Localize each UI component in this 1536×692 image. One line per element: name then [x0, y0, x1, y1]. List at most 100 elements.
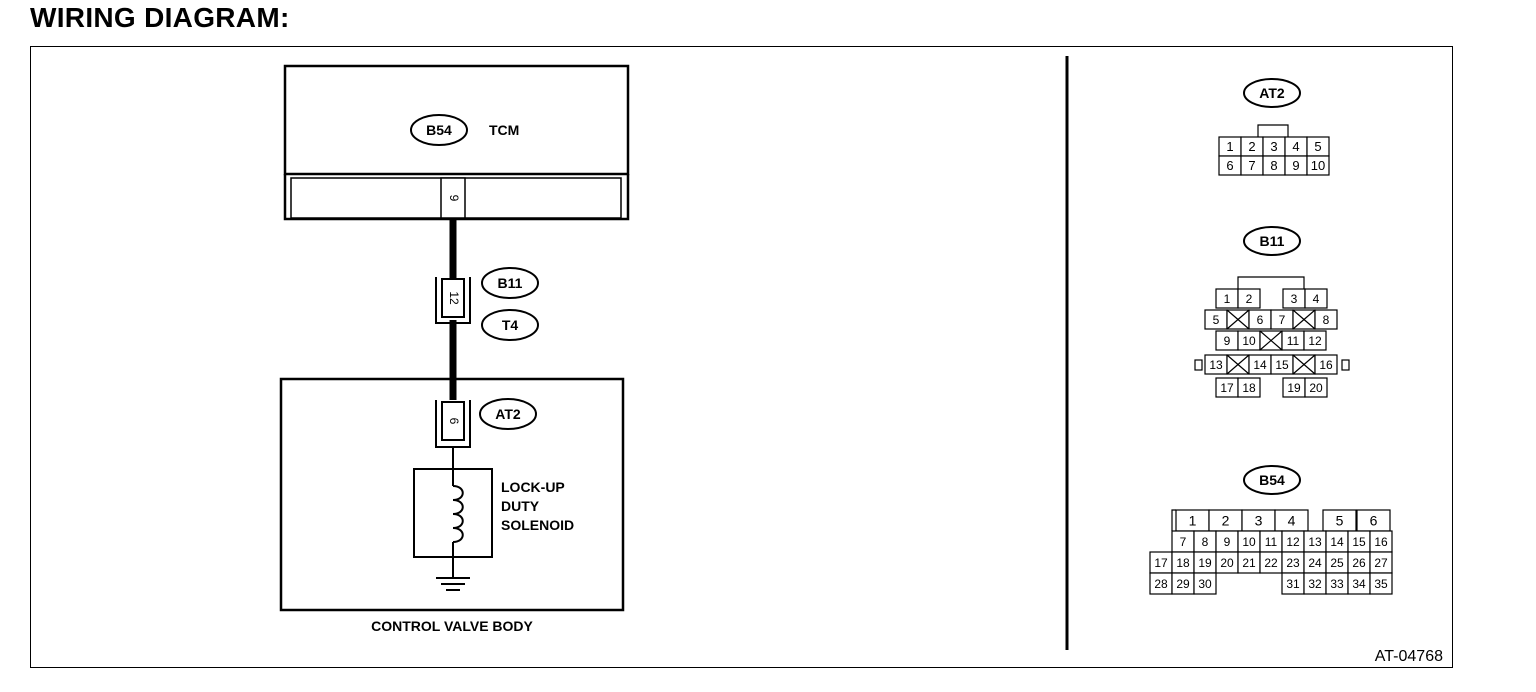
- b54-pin-number: 13: [1308, 535, 1322, 549]
- b11-pin-number: 6: [1257, 313, 1264, 327]
- b11-pin-number: 19: [1287, 381, 1301, 395]
- at2-pin-number: 10: [1311, 158, 1325, 173]
- tcm-pin-label: 9: [447, 195, 461, 202]
- b54-pin-number: 35: [1374, 577, 1388, 591]
- b11-blank-pin-cross: [1226, 354, 1250, 375]
- b54-pin-number: 3: [1255, 513, 1263, 529]
- b54-connector-tag: [410, 114, 468, 146]
- at2-pin-number: 2: [1248, 139, 1255, 154]
- b54-pin-number: 22: [1264, 556, 1278, 570]
- b54-pin-number: 4: [1288, 513, 1296, 529]
- b11-pin-number: 17: [1220, 381, 1234, 395]
- b11-pin-number: 2: [1246, 292, 1253, 306]
- b54-housing-edge: [1171, 509, 1176, 531]
- b54-pin-cell: [1369, 572, 1393, 595]
- b11-pin-cell: [1237, 288, 1261, 309]
- b54-pin-number: 16: [1374, 535, 1388, 549]
- at2-pin-number: 6: [1226, 158, 1233, 173]
- b54-pin-number: 31: [1286, 577, 1300, 591]
- diagram-frame: [30, 46, 1453, 668]
- b11-pin-number: 18: [1242, 381, 1256, 395]
- b54-pin-cell: [1193, 572, 1217, 595]
- at2-pin-cell: [1306, 155, 1330, 176]
- b54-pin-number: 24: [1308, 556, 1322, 570]
- b54-pin-number: 29: [1176, 577, 1190, 591]
- solenoid-coil-icon: [452, 485, 464, 543]
- control-valve-body: 6 AT2 LOCK-UP DUTY SOLENOID CONTROL VALV…: [279, 377, 625, 634]
- at2-pin-number: 9: [1292, 158, 1299, 173]
- at2-pin-number: 3: [1270, 139, 1277, 154]
- at2-pin-number: 8: [1270, 158, 1277, 173]
- ground-icon: [436, 577, 470, 591]
- b11-pin-number: 11: [1287, 334, 1300, 348]
- b11-pin-cell: [1304, 288, 1328, 309]
- b11-pin-number: 13: [1209, 358, 1223, 372]
- b54-pin-number: 32: [1308, 577, 1322, 591]
- joint-connector-t4: T4: [502, 317, 519, 333]
- b11-pin-number: 14: [1253, 358, 1267, 372]
- b54-pin-number: 6: [1370, 513, 1378, 529]
- b11-blank-pin-cross: [1292, 309, 1316, 330]
- b54-pin-number: 10: [1242, 535, 1256, 549]
- solenoid-label-1: LOCK-UP: [501, 479, 565, 495]
- at2-pin-number: 7: [1248, 158, 1255, 173]
- b11-pin-number: 5: [1213, 313, 1220, 327]
- b54-pin-number: 9: [1224, 535, 1231, 549]
- b54-pin-number: 28: [1154, 577, 1168, 591]
- b11-connector-tag: [481, 267, 539, 299]
- b54-pin-number: 21: [1242, 556, 1256, 570]
- at2-pin-number: 5: [1314, 139, 1321, 154]
- b54-pin-number: 25: [1330, 556, 1344, 570]
- joint-pin-label: 12: [447, 291, 461, 305]
- joint-connector-symbol: 12 B11 T4: [435, 267, 539, 341]
- b11-pin-cell: [1314, 309, 1338, 330]
- b11-pin-number: 8: [1323, 313, 1330, 327]
- b54-pin-number: 19: [1198, 556, 1212, 570]
- t4-connector-tag: [481, 309, 539, 341]
- b54-pin-number: 5: [1336, 513, 1344, 529]
- b11-blank-pin-cross: [1292, 354, 1316, 375]
- page-title: WIRING DIAGRAM:: [30, 2, 290, 33]
- b54-pin-number: 27: [1374, 556, 1388, 570]
- at2-pin-number: 4: [1292, 139, 1299, 154]
- b54-pin-number: 26: [1352, 556, 1366, 570]
- b54-pin-number: 17: [1154, 556, 1168, 570]
- valve-body-label: CONTROL VALVE BODY: [371, 618, 533, 634]
- b54-pin-number: 23: [1286, 556, 1300, 570]
- b54-pin-number: 12: [1286, 535, 1300, 549]
- tcm-connector-code: B54: [426, 122, 452, 138]
- tcm-unit: 9 B54 TCM: [283, 64, 630, 221]
- b54-pin-number: 2: [1222, 513, 1230, 529]
- b54-pin-number: 8: [1202, 535, 1209, 549]
- b11-pin-cell: [1237, 377, 1261, 398]
- at2-pin-label: 6: [447, 418, 461, 425]
- b11-pin-number: 3: [1291, 292, 1298, 306]
- at2-pin-number: 1: [1226, 139, 1233, 154]
- b11-pin-number: 16: [1319, 358, 1333, 372]
- b11-pin-number: 12: [1308, 334, 1322, 348]
- b54-pin-number: 18: [1176, 556, 1190, 570]
- b11-pin-number: 9: [1224, 334, 1231, 348]
- joint-connector-b11: B11: [498, 275, 523, 291]
- b11-pin-number: 20: [1309, 381, 1323, 395]
- b11-pin-number: 1: [1224, 292, 1231, 306]
- b54-pin-number: 34: [1352, 577, 1366, 591]
- b11-pin-cell: [1303, 330, 1327, 351]
- b11-view-name: B11: [1260, 233, 1285, 249]
- b54-pin-number: 30: [1198, 577, 1212, 591]
- reference-code: AT-04768: [1375, 648, 1443, 665]
- b54-pin-number: 14: [1330, 535, 1344, 549]
- b11-blank-pin-cross: [1226, 309, 1250, 330]
- b11-pin-cell: [1304, 377, 1328, 398]
- b11-pin-number: 15: [1275, 358, 1289, 372]
- valve-connector-code: AT2: [495, 406, 521, 422]
- solenoid-label-2: DUTY: [501, 498, 540, 514]
- b54-pin-number: 15: [1352, 535, 1366, 549]
- b11-pin-number: 4: [1313, 292, 1320, 306]
